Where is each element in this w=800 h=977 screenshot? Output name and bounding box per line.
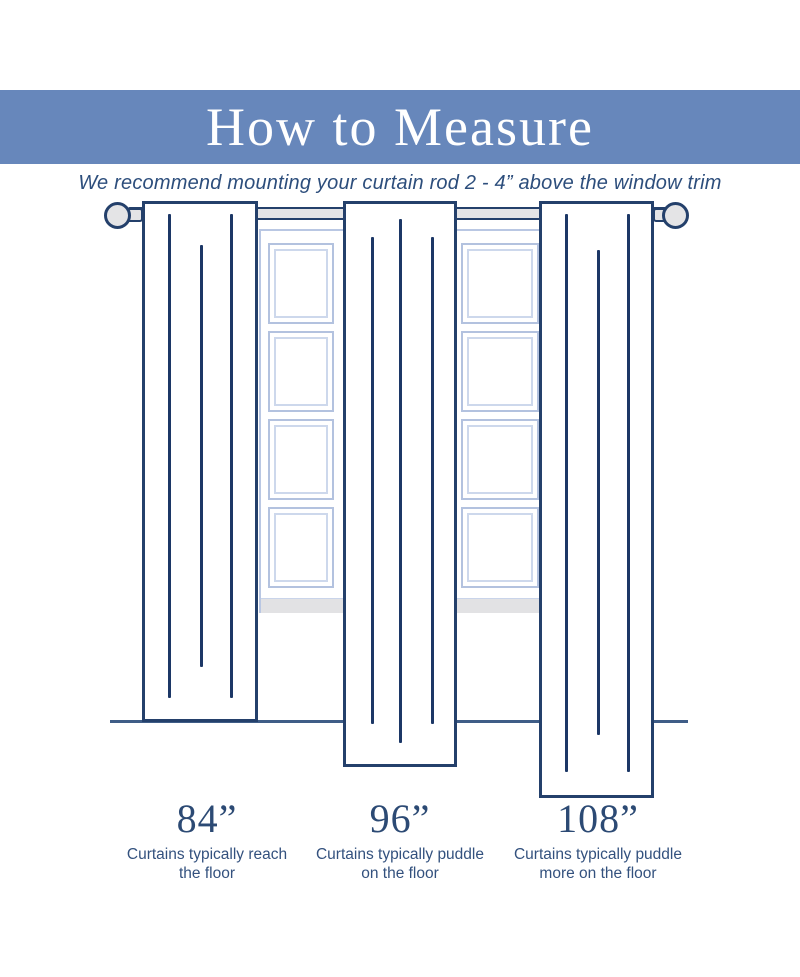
window-pane bbox=[268, 331, 334, 412]
window-pane-inner bbox=[274, 513, 328, 582]
length-option-96: 96” Curtains typically puddle on the flo… bbox=[290, 798, 510, 883]
length-value: 108” bbox=[557, 796, 639, 841]
curtain-panel-96 bbox=[343, 201, 457, 767]
page-title: How to Measure bbox=[206, 97, 594, 157]
curtain-fold-line bbox=[627, 214, 630, 772]
curtain-panel-84 bbox=[142, 201, 258, 722]
curtain-fold-line bbox=[399, 219, 402, 743]
length-description-line: Curtains typically puddle bbox=[513, 846, 682, 863]
window-pane bbox=[268, 507, 334, 588]
length-option-84: 84” Curtains typically reach the floor bbox=[97, 798, 317, 883]
banner: How to Measure bbox=[0, 90, 800, 164]
curtain-panel-108 bbox=[539, 201, 654, 798]
length-option-108: 108” Curtains typically puddle more on t… bbox=[488, 798, 708, 883]
length-description-line: the floor bbox=[178, 865, 235, 882]
rod-finial-left-icon bbox=[104, 202, 131, 229]
rod-finial-right-icon bbox=[662, 202, 689, 229]
window-pane-inner bbox=[274, 425, 328, 494]
curtain-fold-line bbox=[431, 237, 434, 724]
length-description-line: on the floor bbox=[361, 865, 439, 882]
length-description-line: Curtains typically reach bbox=[126, 846, 288, 863]
curtain-fold-line bbox=[371, 237, 374, 724]
window-pane-inner bbox=[274, 337, 328, 406]
length-value: 96” bbox=[369, 796, 431, 841]
curtain-fold-line bbox=[230, 214, 233, 698]
window-pane-inner bbox=[467, 249, 533, 318]
curtain-fold-line bbox=[565, 214, 568, 772]
length-description: Curtains typically puddle on the floor bbox=[290, 845, 510, 883]
window-pane bbox=[268, 419, 334, 500]
window-pane bbox=[461, 243, 539, 324]
window-pane-inner bbox=[467, 513, 533, 582]
window-pane-inner bbox=[467, 337, 533, 406]
window-pane-inner bbox=[274, 249, 328, 318]
curtain-fold-line bbox=[597, 250, 600, 735]
length-description: Curtains typically reach the floor bbox=[97, 845, 317, 883]
window-pane bbox=[461, 331, 539, 412]
window-pane-inner bbox=[467, 425, 533, 494]
length-value: 84” bbox=[176, 796, 238, 841]
window-pane bbox=[268, 243, 334, 324]
length-description-line: Curtains typically puddle bbox=[315, 846, 484, 863]
length-description: Curtains typically puddle more on the fl… bbox=[488, 845, 708, 883]
window-pane bbox=[461, 507, 539, 588]
length-description-line: more on the floor bbox=[539, 865, 657, 882]
subtitle: We recommend mounting your curtain rod 2… bbox=[78, 172, 722, 194]
curtain-fold-line bbox=[168, 214, 171, 698]
curtain-fold-line bbox=[200, 245, 203, 667]
window-pane bbox=[461, 419, 539, 500]
